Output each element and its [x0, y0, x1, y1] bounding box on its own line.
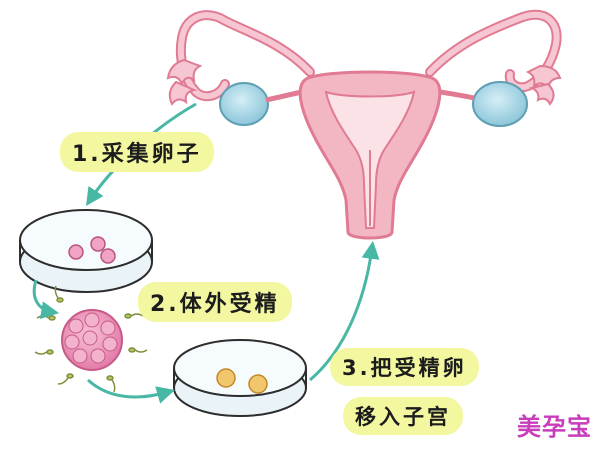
step-2-label: 2.体外受精	[138, 282, 292, 322]
step-1-label: 1.采集卵子	[60, 132, 214, 172]
egg	[68, 244, 84, 260]
step-3-label-line2: 移入子宫	[343, 397, 463, 435]
petri-dish-eggs	[19, 209, 153, 293]
embryo	[216, 368, 236, 388]
left-ovary	[219, 82, 269, 126]
egg	[90, 236, 106, 252]
right-ovary	[472, 81, 528, 127]
watermark-logo: 美孕宝	[517, 412, 592, 441]
petri-dish-embryos	[173, 339, 307, 417]
left-fimbriae	[166, 58, 203, 106]
uterus-illustration	[166, 9, 562, 240]
fertilization-cluster	[34, 285, 148, 393]
arrow-dish-to-uterus	[309, 240, 380, 382]
arrow-dish-to-cluster	[32, 279, 60, 320]
egg	[100, 248, 116, 264]
embryo	[248, 374, 268, 394]
arrow-cluster-to-dish	[86, 378, 175, 404]
step-3-label-line1: 3.把受精卵	[330, 348, 479, 386]
right-fimbriae	[525, 64, 562, 106]
